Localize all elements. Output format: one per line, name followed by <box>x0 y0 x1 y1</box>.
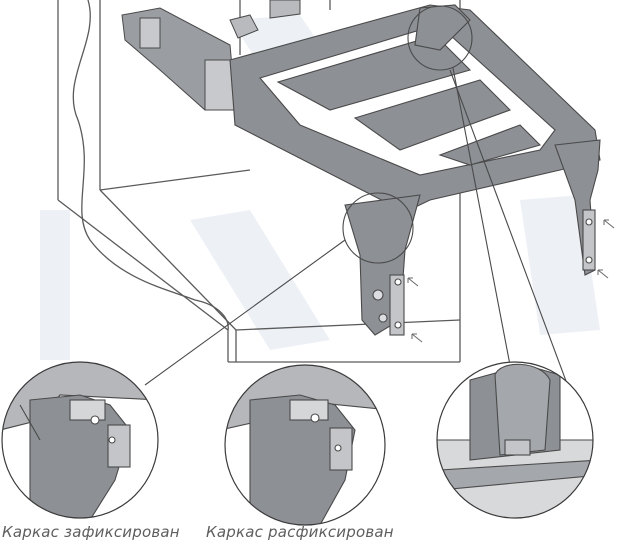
callout-marks <box>144 5 576 406</box>
caption-locked: Каркас зафиксирован <box>2 523 180 541</box>
left-bracket <box>344 194 421 336</box>
right-bracket <box>554 139 601 276</box>
direction-arrows <box>407 219 615 343</box>
detail-locked <box>1 361 159 519</box>
caption-unlocked: Каркас расфиксирован <box>206 523 394 541</box>
sliding-frame <box>229 4 601 213</box>
detail-unlocked <box>224 364 386 526</box>
detail-rear <box>436 361 594 519</box>
cutaway-wave <box>72 0 229 331</box>
runner-hardware <box>121 0 301 111</box>
